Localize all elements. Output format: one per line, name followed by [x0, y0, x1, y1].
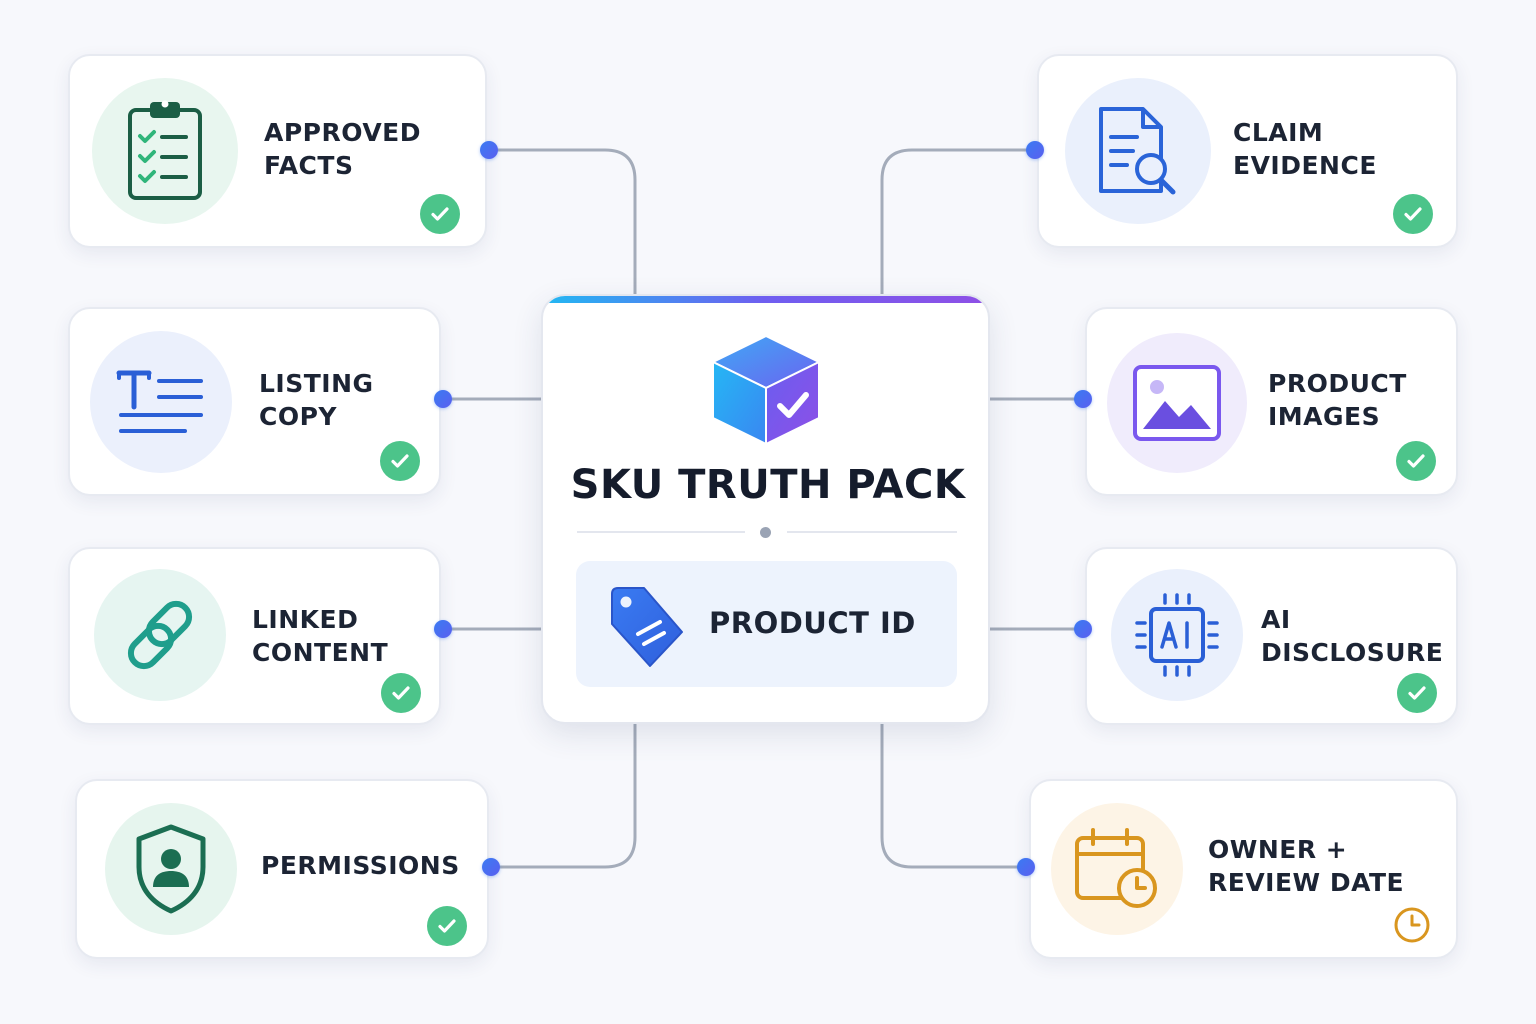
title-divider: [577, 531, 745, 533]
status-check-icon: [1397, 673, 1437, 713]
image-icon: [1107, 333, 1247, 473]
node-label: OWNER +REVIEW DATE: [1208, 835, 1405, 897]
tag-icon: [611, 587, 683, 667]
status-check-icon: [380, 441, 420, 481]
title-divider: [787, 531, 957, 533]
connector-dot: [1017, 858, 1035, 876]
connector-dot: [1074, 390, 1092, 408]
node-permissions[interactable]: PERMISSIONS: [75, 779, 489, 959]
node-owner-review-date[interactable]: OWNER +REVIEW DATE: [1029, 779, 1458, 959]
status-check-icon: [1393, 194, 1433, 234]
connector-dot: [434, 620, 452, 638]
connector-dot: [434, 390, 452, 408]
connector-dot: [1026, 141, 1044, 159]
clipboard-checklist-icon: [92, 78, 238, 224]
center-title: SKU TRUTH PACK: [570, 462, 966, 508]
status-clock-icon: [1392, 905, 1432, 945]
connector-approved-facts: [487, 148, 637, 296]
connector-dot: [480, 141, 498, 159]
connector-owner-review-date: [880, 722, 1028, 869]
document-search-icon: [1065, 78, 1211, 224]
text-lines-icon: [90, 331, 232, 473]
connector-dot: [1074, 620, 1092, 638]
calendar-clock-icon: [1051, 803, 1183, 935]
box-check-icon: [712, 335, 820, 445]
link-icon: [94, 569, 226, 701]
status-check-icon: [427, 906, 467, 946]
product-id-label: PRODUCT ID: [709, 606, 916, 640]
divider-dot: [760, 527, 771, 538]
node-label: PERMISSIONS: [261, 851, 460, 880]
connector-dot: [482, 858, 500, 876]
ai-chip-icon: [1111, 569, 1243, 701]
status-check-icon: [381, 673, 421, 713]
status-check-icon: [420, 194, 460, 234]
gradient-top-bar: [543, 296, 988, 303]
status-check-icon: [1396, 441, 1436, 481]
connector-permissions: [489, 722, 637, 869]
shield-user-icon: [105, 803, 237, 935]
connector-claim-evidence: [880, 148, 1037, 296]
